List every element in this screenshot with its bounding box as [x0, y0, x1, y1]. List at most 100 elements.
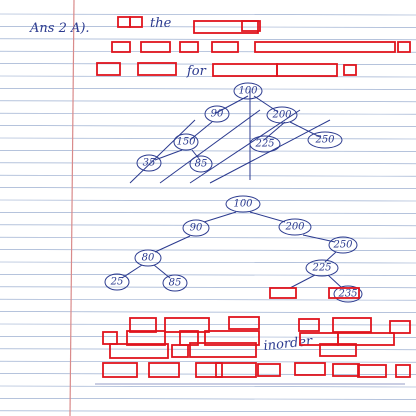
redaction-box [96, 62, 121, 76]
tree1-node-label: 90 [211, 109, 224, 120]
tree1-node: 225 [249, 135, 281, 153]
redaction-box [328, 287, 360, 299]
ruled-line [0, 261, 416, 264]
ruled-line [0, 298, 416, 301]
ruled-line [0, 373, 416, 375]
redaction-box [269, 287, 297, 299]
tree-1 [129, 90, 331, 184]
tree1-node-label: 85 [195, 159, 208, 170]
redaction-box [193, 20, 259, 34]
redaction-box [179, 330, 199, 346]
tree2-node: 235 [333, 285, 363, 303]
margin-line [69, 0, 75, 416]
ruled-line [0, 274, 416, 276]
ruled-line [0, 336, 416, 338]
redaction-box [397, 41, 411, 53]
ruled-line [0, 75, 416, 78]
redaction-box [148, 362, 180, 378]
redaction-box [140, 41, 171, 53]
ruled-line [0, 199, 416, 202]
ruled-line [0, 150, 416, 152]
redaction-box [257, 363, 281, 377]
redaction-box [137, 62, 177, 76]
redaction-box [204, 330, 260, 346]
redaction-box [332, 363, 360, 377]
tree2-node-label: 25 [110, 277, 124, 288]
tree2-node-label: 225 [311, 263, 331, 274]
redaction-box [189, 342, 257, 358]
redaction-box [357, 364, 387, 378]
tree2-node-label: 90 [190, 223, 203, 234]
redaction-box [298, 318, 320, 332]
tree1-node: 90 [204, 105, 230, 123]
ruled-line [0, 162, 416, 165]
redaction-box [111, 41, 131, 53]
redaction-box [215, 362, 257, 378]
ruled-line [0, 385, 416, 388]
redaction-box [294, 362, 326, 376]
tree2-node: 100 [225, 195, 261, 213]
redaction-box [109, 343, 169, 359]
ruled-line [0, 311, 416, 313]
ruled-line [0, 26, 416, 28]
tree1-node: 35 [136, 154, 162, 172]
redaction-box [395, 364, 411, 378]
tree2-node-label: 250 [332, 240, 353, 251]
ruled-line [0, 100, 416, 103]
redaction-box [195, 362, 223, 378]
tree1-node: 200 [266, 106, 298, 124]
tree2-node: 25 [104, 273, 130, 291]
ruled-line [0, 348, 416, 351]
tree1-node: 100 [233, 82, 263, 100]
tree2-node-label: 100 [233, 199, 253, 210]
tree2-node: 85 [162, 274, 188, 292]
tree1-node-label: 100 [238, 86, 258, 97]
tree1-node-label: 225 [254, 139, 274, 150]
tree1-node: 250 [307, 131, 343, 149]
tree1-node-label: 200 [271, 110, 292, 121]
redaction-box [164, 317, 210, 333]
ruled-line [0, 410, 416, 413]
ruled-line [0, 174, 416, 177]
ruled-line [0, 212, 416, 214]
redaction-boxes [96, 16, 411, 378]
tree1-node: 150 [173, 133, 199, 151]
redaction-box [102, 331, 118, 345]
tree1-node-label: 150 [176, 137, 196, 148]
redaction-box [212, 63, 278, 77]
ruled-line [0, 398, 416, 400]
word-for: for [186, 64, 207, 79]
ruled-line [0, 236, 416, 239]
redaction-box [254, 41, 396, 53]
redaction-box [126, 330, 166, 346]
tree2-node-label: 200 [284, 222, 305, 233]
ruled-line [0, 112, 416, 115]
answer-label: Ans 2 A). [29, 21, 90, 36]
redaction-box [343, 64, 357, 76]
tree2-node: 80 [134, 249, 162, 267]
ruled-line [0, 249, 416, 251]
tree2-node: 200 [278, 218, 312, 236]
redaction-box [389, 320, 411, 334]
ruled-line [0, 137, 416, 140]
ruled-line [0, 187, 416, 189]
tree2-node: 225 [305, 259, 339, 277]
tree2-node: 90 [182, 219, 210, 237]
ruled-lines [0, 13, 416, 413]
tree2-node-label: 85 [169, 278, 182, 289]
tree2-node-label: 235 [337, 289, 357, 300]
redaction-box [337, 332, 395, 346]
redaction-box [211, 41, 239, 53]
redaction-box [228, 316, 260, 330]
tree1-node-label: 250 [314, 135, 335, 146]
word-inorder: inorder [263, 334, 314, 354]
redaction-box [129, 317, 157, 333]
redaction-box [102, 362, 138, 378]
ruled-line [0, 88, 416, 90]
ruled-line [0, 38, 416, 41]
redaction-box [241, 20, 261, 32]
redaction-box [171, 344, 189, 358]
redaction-box [319, 343, 357, 357]
ruled-line [0, 360, 416, 363]
